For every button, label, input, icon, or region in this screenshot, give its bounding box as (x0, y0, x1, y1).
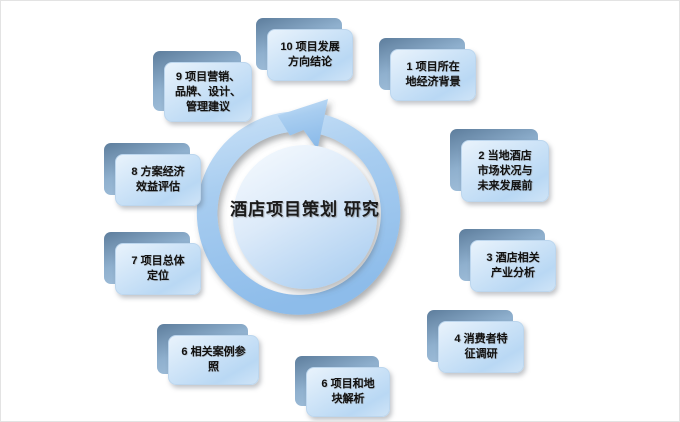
box-front-face: 8 方案经济 效益评估 (115, 154, 201, 206)
box-3d: 8 方案经济 效益评估 (104, 143, 201, 206)
box-3d: 4 消费者特 征调研 (427, 310, 524, 373)
box-front-face: 7 项目总体 定位 (115, 243, 201, 295)
box-front-face: 4 消费者特 征调研 (438, 321, 524, 373)
node-1[interactable]: 1 项目所在 地经济背景 (379, 38, 476, 101)
node-label: 6 相关案例参 照 (181, 346, 246, 373)
node-3[interactable]: 3 酒店相关 产业分析 (459, 229, 556, 292)
center-disc (233, 145, 377, 289)
node-label: 9 项目营销、 品牌、设计、 管理建议 (175, 70, 241, 113)
node-label: 2 当地酒店 市场状况与 未来发展前 (477, 149, 533, 192)
node-label: 6 项目和地 块解析 (321, 378, 375, 405)
box-front-face: 6 相关案例参 照 (168, 335, 259, 385)
box-front-face: 3 酒店相关 产业分析 (470, 240, 556, 292)
box-front-face: 6 项目和地 块解析 (306, 367, 390, 417)
box-3d: 3 酒店相关 产业分析 (459, 229, 556, 292)
node-label: 4 消费者特 征调研 (454, 333, 508, 360)
node-label: 10 项目发展 方向结论 (280, 41, 340, 68)
ring-arc (196, 99, 401, 315)
box-front-face: 1 项目所在 地经济背景 (390, 49, 476, 101)
node-label: 7 项目总体 定位 (131, 255, 185, 282)
box-3d: 6 相关案例参 照 (157, 324, 259, 385)
node-8[interactable]: 8 方案经济 效益评估 (104, 143, 201, 206)
node-label: 8 方案经济 效益评估 (131, 166, 185, 193)
box-3d: 10 项目发展 方向结论 (256, 18, 353, 81)
node-2[interactable]: 2 当地酒店 市场状况与 未来发展前 (450, 129, 549, 202)
node-10[interactable]: 10 项目发展 方向结论 (256, 18, 353, 81)
box-3d: 1 项目所在 地经济背景 (379, 38, 476, 101)
box-front-face: 2 当地酒店 市场状况与 未来发展前 (461, 140, 549, 202)
box-front-face: 10 项目发展 方向结论 (267, 29, 353, 81)
node-4[interactable]: 4 消费者特 征调研 (427, 310, 524, 373)
node-5[interactable]: 6 项目和地 块解析 (295, 356, 390, 417)
node-label: 3 酒店相关 产业分析 (486, 252, 540, 279)
box-3d: 7 项目总体 定位 (104, 232, 201, 295)
box-3d: 9 项目营销、 品牌、设计、 管理建议 (153, 51, 252, 122)
box-3d: 2 当地酒店 市场状况与 未来发展前 (450, 129, 549, 202)
node-label: 1 项目所在 地经济背景 (405, 61, 461, 88)
box-front-face: 9 项目营销、 品牌、设计、 管理建议 (164, 62, 252, 122)
box-3d: 6 项目和地 块解析 (295, 356, 390, 417)
node-6[interactable]: 6 相关案例参 照 (157, 324, 259, 385)
node-7[interactable]: 7 项目总体 定位 (104, 232, 201, 295)
node-9[interactable]: 9 项目营销、 品牌、设计、 管理建议 (153, 51, 252, 122)
circular-arrow-graphic (189, 97, 421, 329)
